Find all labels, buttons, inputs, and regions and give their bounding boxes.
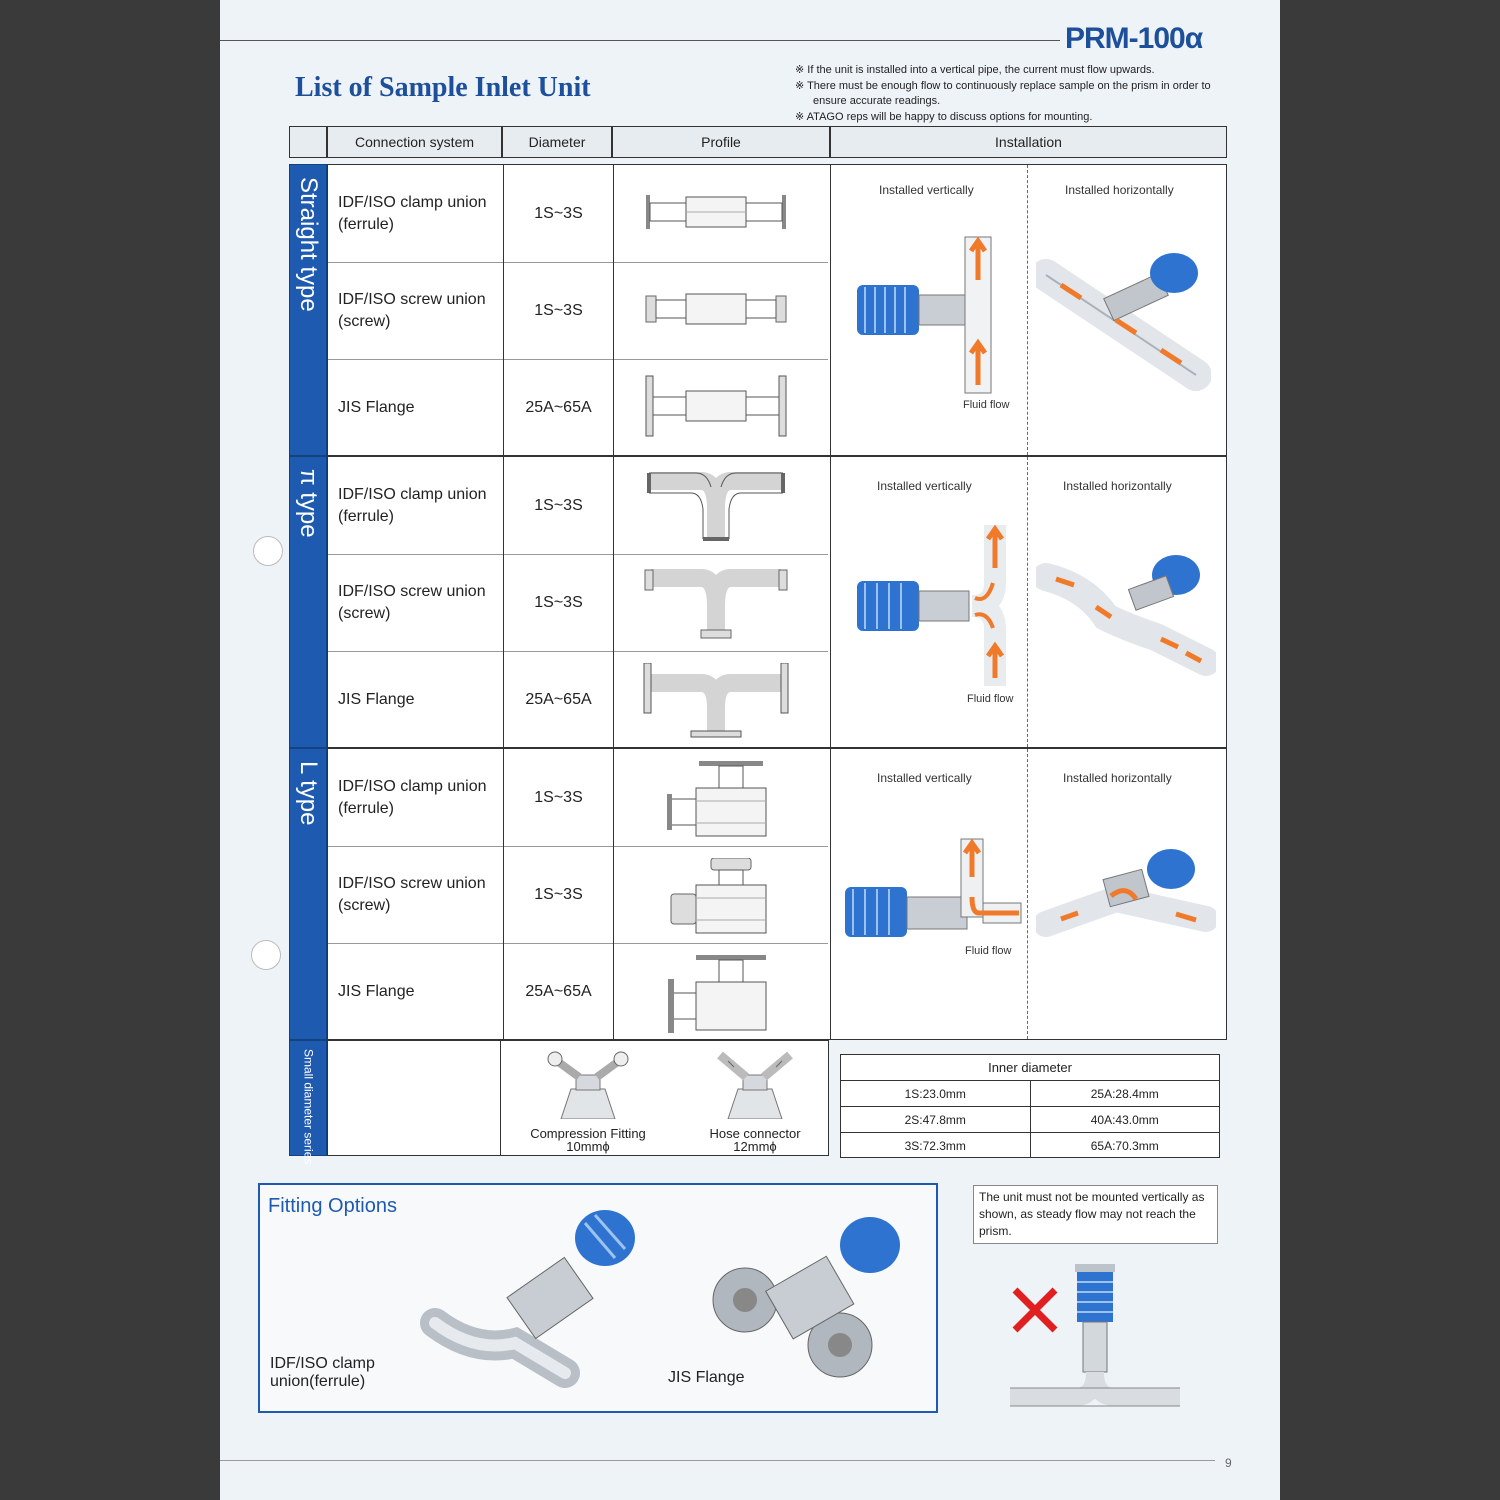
section-band-l: L type [289,748,327,1040]
fluid-flow-label: Fluid flow [963,399,1010,411]
installed-horizontally-label: Installed horizontally [1065,183,1174,197]
hose-connector-icon [717,1051,793,1119]
section-band-small: Small diameter series [289,1040,327,1164]
connection-name: JIS Flange [338,690,415,708]
page-number: 9 [1225,1456,1232,1470]
brand-logo: PRM-100α [1065,22,1203,55]
notes: ※ If the unit is installed into a vertic… [795,63,1245,125]
profile-straight-flange [613,359,828,456]
x-mark-icon [1012,1287,1058,1333]
table-row: JIS Flange 25A~65A [328,651,828,748]
table-row: IDF/ISO clamp union (ferrule) 1S~3S [328,749,828,847]
note-1: ※ If the unit is installed into a vertic… [795,64,1155,76]
header-rule [220,40,1060,41]
note-2: ※ There must be enough flow to continuou… [795,79,1211,108]
diameter-value: 25A~65A [503,651,614,748]
table-row: IDF/ISO screw union (screw) 1S~3S [328,262,828,360]
installed-vertically-label: Installed vertically [877,479,972,493]
footer-rule [220,1460,1215,1461]
diameter-value: 1S~3S [503,554,614,651]
catalog-page: PRM-100α List of Sample Inlet Unit ※ If … [220,0,1280,1500]
horizontal-install-icon [1036,253,1211,391]
diameter-value: 25A~65A [503,359,614,456]
profile-l-flange [613,943,828,1040]
section-band-pi: π type [289,456,327,748]
header-diameter: Diameter [502,126,612,158]
installation-straight: Installed vertically Installed horizonta… [830,165,1227,455]
incorrect-mounting-diagram [1010,1264,1180,1407]
connection-name: JIS Flange [338,982,415,1000]
connection-name: IDF/ISO clamp union (ferrule) [338,193,487,233]
diameter-value: 1S~3S [503,165,614,262]
ferrule-fitting-image [420,1210,635,1388]
fluid-flow-label: Fluid flow [967,693,1014,705]
compression-fitting-icon [547,1051,629,1119]
jis-flange-image [712,1217,900,1378]
note-3: ※ ATAGO reps will be happy to discuss op… [795,110,1093,123]
installed-horizontally-label: Installed horizontally [1063,479,1172,493]
binder-hole [253,536,283,566]
fitting-options-title: Fitting Options [268,1195,397,1217]
table-row: IDF/ISO screw union (screw) 1S~3S [328,846,828,944]
ferrule-fitting-label: IDF/ISO clamp union(ferrule) [270,1355,375,1390]
page-title: List of Sample Inlet Unit [295,72,591,103]
installed-horizontally-label: Installed horizontally [1063,771,1172,785]
table-row: IDF/ISO clamp union (ferrule) 1S~3S [328,457,828,555]
connection-name: IDF/ISO screw union (screw) [338,290,486,330]
profile-pi-screw [613,554,828,651]
profile-pi-clamp [613,457,828,554]
inner-diameter-title: Inner diameter [841,1055,1219,1081]
installation-l: Installed vertically Installed horizonta… [830,749,1227,1039]
section-band-straight: Straight type [289,164,327,456]
binder-hole [251,940,281,970]
fluid-flow-label: Fluid flow [965,945,1012,957]
profile-l-screw [613,846,828,943]
vertical-install-icon [845,838,1022,937]
table-row: IDF/ISO screw union (screw) 1S~3S [328,554,828,652]
horizontal-install-icon [1036,555,1216,676]
header-installation: Installation [830,126,1227,158]
vertical-install-icon [857,236,992,394]
connection-name: IDF/ISO screw union (screw) [338,874,486,914]
profile-l-clamp [613,749,828,846]
section-l: IDF/ISO clamp union (ferrule) 1S~3S IDF/… [327,748,1227,1040]
connection-name: JIS Flange [338,398,415,416]
installation-pi: Installed vertically Installed horizonta… [830,457,1227,747]
table-row: JIS Flange 25A~65A [328,943,828,1040]
installed-vertically-label: Installed vertically [879,183,974,197]
connection-name: IDF/ISO clamp union (ferrule) [338,485,487,525]
header-connection: Connection system [327,126,502,158]
horizontal-install-icon [1036,849,1216,937]
connection-name: IDF/ISO screw union (screw) [338,582,486,622]
section-pi: IDF/ISO clamp union (ferrule) 1S~3S IDF/… [327,456,1227,748]
header-profile: Profile [612,126,830,158]
connection-name: IDF/ISO clamp union (ferrule) [338,777,487,817]
table-row: JIS Flange 25A~65A [328,359,828,456]
profile-pi-flange [613,651,828,748]
diameter-value: 25A~65A [503,943,614,1040]
diameter-value: 1S~3S [503,457,614,554]
installed-vertically-label: Installed vertically [877,771,972,785]
table-row: IDF/ISO clamp union (ferrule) 1S~3S [328,165,828,263]
diameter-value: 1S~3S [503,749,614,846]
sample-inlet-table: Connection system Diameter Profile Insta… [289,126,1227,1164]
fitting-options-box: Fitting Options IDF/ISO clamp union(ferr… [258,1183,938,1413]
section-straight: IDF/ISO clamp union (ferrule) 1S~3S IDF/… [327,164,1227,456]
diameter-value: 1S~3S [503,846,614,943]
vertical-install-icon [857,524,1006,686]
diameter-value: 1S~3S [503,262,614,359]
jis-flange-label: JIS Flange [668,1369,745,1386]
mounting-warning: The unit must not be mounted vertically … [973,1185,1218,1244]
header-corner [289,126,327,158]
profile-straight-clamp [613,165,828,262]
profile-straight-screw [613,262,828,359]
